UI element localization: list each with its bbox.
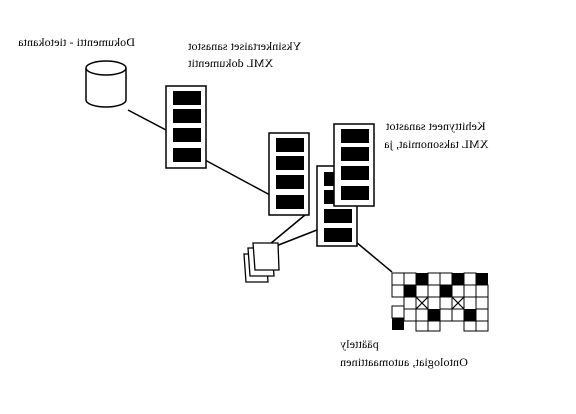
label-singular-line2: XML dokumentit — [188, 56, 274, 70]
document-stack-icon — [165, 85, 207, 169]
paper-stack-icon — [243, 242, 280, 283]
connector-taxonomy-to-ontology — [355, 241, 393, 273]
label-singular-line1: Yksinkertaiset sanastot — [188, 39, 302, 53]
taxonomy-stack-front-icon — [333, 123, 375, 207]
ontology-grid-icon — [391, 272, 489, 332]
connector-db-to-docs — [127, 109, 167, 131]
label-ontology-line1: päättely — [340, 337, 379, 351]
connector-docs-to-docs2 — [204, 159, 271, 196]
label-ontology-line2: Ontologiat, automaattinen — [340, 355, 468, 369]
connectors — [127, 109, 393, 273]
document-stack-icon-2 — [268, 132, 310, 216]
label-advanced-line1: Kehittyneet sanastot — [386, 119, 486, 133]
database-cylinder-icon — [85, 60, 127, 108]
label-database: Dokumentti - tietokanta — [18, 35, 135, 49]
label-advanced-line2: XML taksonomiat, ja — [384, 137, 489, 151]
connector-taxonomy-to-papers — [275, 227, 323, 247]
connector-docs2-to-papers — [269, 214, 306, 245]
